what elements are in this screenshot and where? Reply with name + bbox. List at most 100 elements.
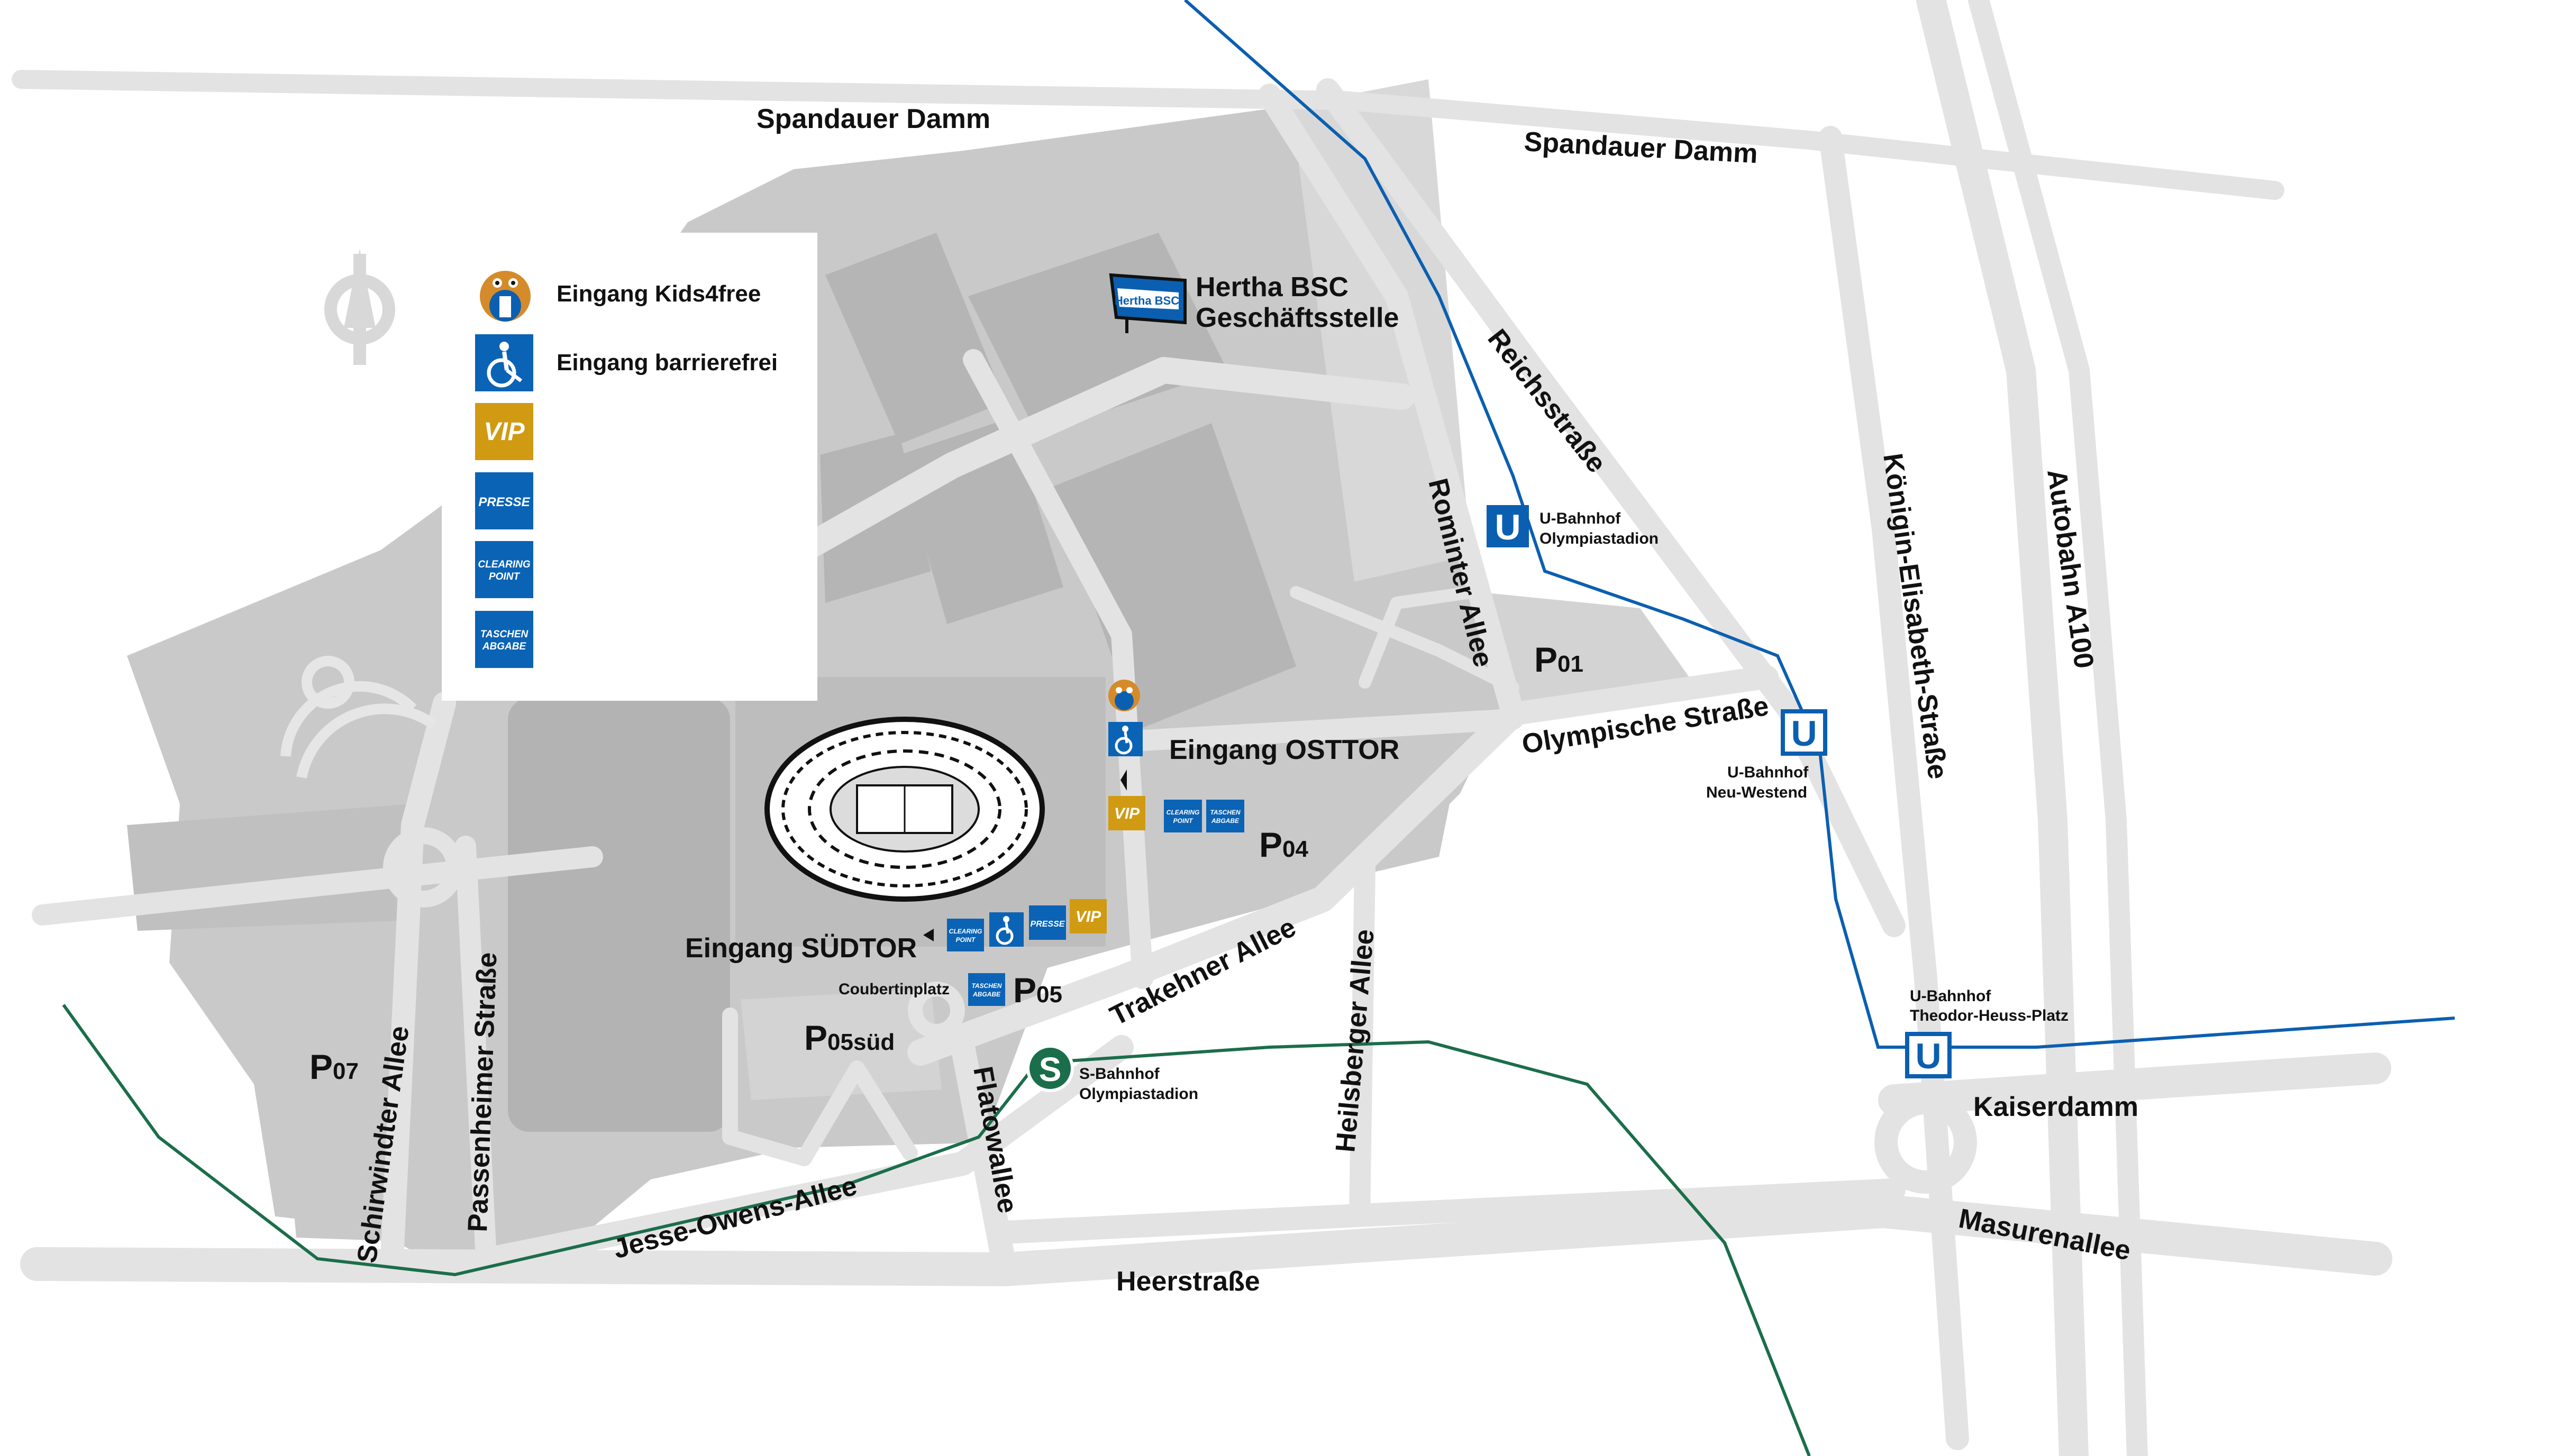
olympiastadion-icon <box>764 717 1045 902</box>
osttor-wheelchair-icon <box>1108 722 1143 756</box>
ubahn-olympiastadion-label-1: U-Bahnhof <box>1539 510 1621 527</box>
road-olympische-strasse <box>1501 665 1779 726</box>
svg-text:POINT: POINT <box>1173 817 1193 825</box>
eingang-osttor-label: Eingang OSTTOR <box>1169 735 1399 765</box>
clearing-point-icon: CLEARING POINT <box>475 541 533 598</box>
road-koenigin-elisabeth <box>1819 126 1969 1450</box>
north-arrow-pointer <box>344 249 376 328</box>
sbahn-olympiastadion-label-1: S-Bahnhof <box>1079 1065 1160 1083</box>
suedtor-taschen-abgabe-icon: TASCHEN ABGABE <box>968 973 1005 1006</box>
suedtor-vip-icon: VIP <box>1070 899 1107 933</box>
svg-text:TASCHEN: TASCHEN <box>1210 809 1240 816</box>
osttor-taschen-abgabe-icon: TASCHEN ABGABE <box>1206 800 1244 832</box>
road-p01-loop-2 <box>1359 586 1477 689</box>
suedtor-presse-icon: PRESSE <box>1029 905 1066 940</box>
ubahn-olympiastadion-label-2: Olympiastadion <box>1539 530 1659 547</box>
legend-item-barrierefrei: Eingang barrierefrei <box>475 334 778 391</box>
osttor-vip-icon: VIP <box>1108 796 1145 830</box>
road-north-south-inner <box>963 349 1153 989</box>
svg-text:PRESSE: PRESSE <box>478 495 530 509</box>
legend-item-clearing-point: CLEARING POINT Clearing Point <box>475 541 715 598</box>
suedtor-clearing-point-icon: CLEARING POINT <box>947 919 984 951</box>
ubahn-letter: U <box>1791 713 1817 754</box>
building-block <box>825 233 1005 444</box>
legend-label: Taschenhinterlegung <box>557 627 790 653</box>
ubahn-neu-westend-label-2: Neu-Westend <box>1706 784 1807 801</box>
kids4free-mascot-icon <box>480 271 531 322</box>
presse-icon: PRESSE <box>475 472 533 529</box>
road-jesse-owens-allee <box>453 1035 1134 1276</box>
road-diagonal-north <box>696 357 1415 616</box>
parking-p05: P05 <box>1013 970 1062 1010</box>
hertha-flag-text: Hertha BSC <box>1115 294 1179 307</box>
label-coubertinplatz: Coubertinplatz <box>839 981 950 998</box>
osttor-arrow-icon <box>1120 770 1127 791</box>
legend-item-taschen: TASCHEN ABGABE Taschenhinterlegung <box>475 611 790 668</box>
ubahn-letter: U <box>1915 1036 1941 1076</box>
ubahn-neu-westend-marker: U <box>1781 709 1827 756</box>
ubahn-icon <box>1781 709 1827 756</box>
road-heerstrasse <box>20 1194 2392 1286</box>
roundabout-coubertin <box>908 982 965 1039</box>
ubahn-olympiastadion-marker: U <box>1487 505 1529 547</box>
road-trakehner-allee <box>907 701 1526 1066</box>
ubahn-theodor-heuss-label-1: U-Bahnhof <box>1910 987 1991 1005</box>
road-heilsberger-allee <box>1349 857 1375 1227</box>
ubahn-icon <box>1487 505 1529 547</box>
ubahn-neu-westend-label-1: U-Bahnhof <box>1727 764 1809 781</box>
roundabout-west <box>383 827 463 908</box>
vip-icon: VIP <box>475 403 533 460</box>
parking-p05sued: P05süd <box>804 1018 895 1057</box>
legend-item-kids4free: Eingang Kids4free <box>480 271 761 322</box>
svg-text:PRESSE: PRESSE <box>1031 920 1065 929</box>
legend-item-vip: VIP Eingang VIP <box>475 403 693 460</box>
legend-label: Eingang Kids4free <box>557 281 761 307</box>
road-masurenallee <box>994 1178 1906 1244</box>
roundabout-theodor-heuss <box>1874 1091 1977 1194</box>
sbahn-letter: S <box>1039 1050 1062 1088</box>
road-reichsstrasse <box>1316 78 1906 937</box>
taschen-abgabe-icon: TASCHEN ABGABE <box>475 611 533 668</box>
osttor-kids4free-icon <box>1108 680 1140 711</box>
svg-text:POINT: POINT <box>489 571 520 582</box>
road-rominter-allee <box>1258 84 1525 726</box>
p05sued-area <box>741 989 942 1100</box>
legend-label: Eingang barrierefrei <box>557 350 778 376</box>
suedtor-wheelchair-icon <box>989 912 1024 947</box>
road-kaiserdamm <box>1878 1052 2391 1116</box>
legend-box: Eingang Kids4free Eingang barrierefrei V… <box>442 233 817 701</box>
parking-p04: P04 <box>1259 825 1309 864</box>
svg-text:CLEARING: CLEARING <box>1167 809 1200 816</box>
label-heerstrasse: Heerstraße <box>1116 1266 1260 1297</box>
ubahn-theodor-heuss-marker: U <box>1905 1032 1952 1078</box>
ubahn-line <box>1184 0 2455 1049</box>
legend-label: Clearing Point <box>557 557 715 583</box>
road-autobahn-a100-2 <box>1968 0 2148 1456</box>
road-autobahn-a100-1 <box>1916 0 2089 1456</box>
svg-text:ABGABE: ABGABE <box>482 641 527 652</box>
svg-text:ABGABE: ABGABE <box>1211 817 1240 825</box>
wheelchair-icon <box>475 334 533 391</box>
svg-text:POINT: POINT <box>956 936 976 944</box>
label-kaiserdamm: Kaiserdamm <box>1973 1092 2138 1122</box>
road-network <box>12 0 2392 1456</box>
p01-area <box>1481 592 1693 709</box>
road-south-loop <box>722 1008 812 1166</box>
road-schirwindter <box>380 692 456 1281</box>
road-spandauer-damm <box>12 70 2284 200</box>
svg-text:CLEARING: CLEARING <box>949 928 982 935</box>
maifeld-area <box>508 698 730 1132</box>
svg-text:TASCHEN: TASCHEN <box>971 982 1001 990</box>
road-passenheimer <box>455 836 497 1280</box>
eingang-suedtor-label: Eingang SÜDTOR <box>685 933 917 964</box>
svg-text:VIP: VIP <box>484 418 525 446</box>
hertha-office-label: Geschäftsstelle <box>1196 303 1399 333</box>
sbahn-icon <box>1026 1045 1074 1092</box>
hertha-name-label: Hertha BSC <box>1196 272 1349 303</box>
parking-p01: P01 <box>1534 640 1583 679</box>
road-south-loop-2 <box>796 1060 918 1166</box>
sbahn-olympiastadion-label-2: Olympiastadion <box>1079 1085 1198 1103</box>
svg-text:VIP: VIP <box>1076 908 1101 926</box>
legend-label: Eingang VIP <box>557 418 693 444</box>
